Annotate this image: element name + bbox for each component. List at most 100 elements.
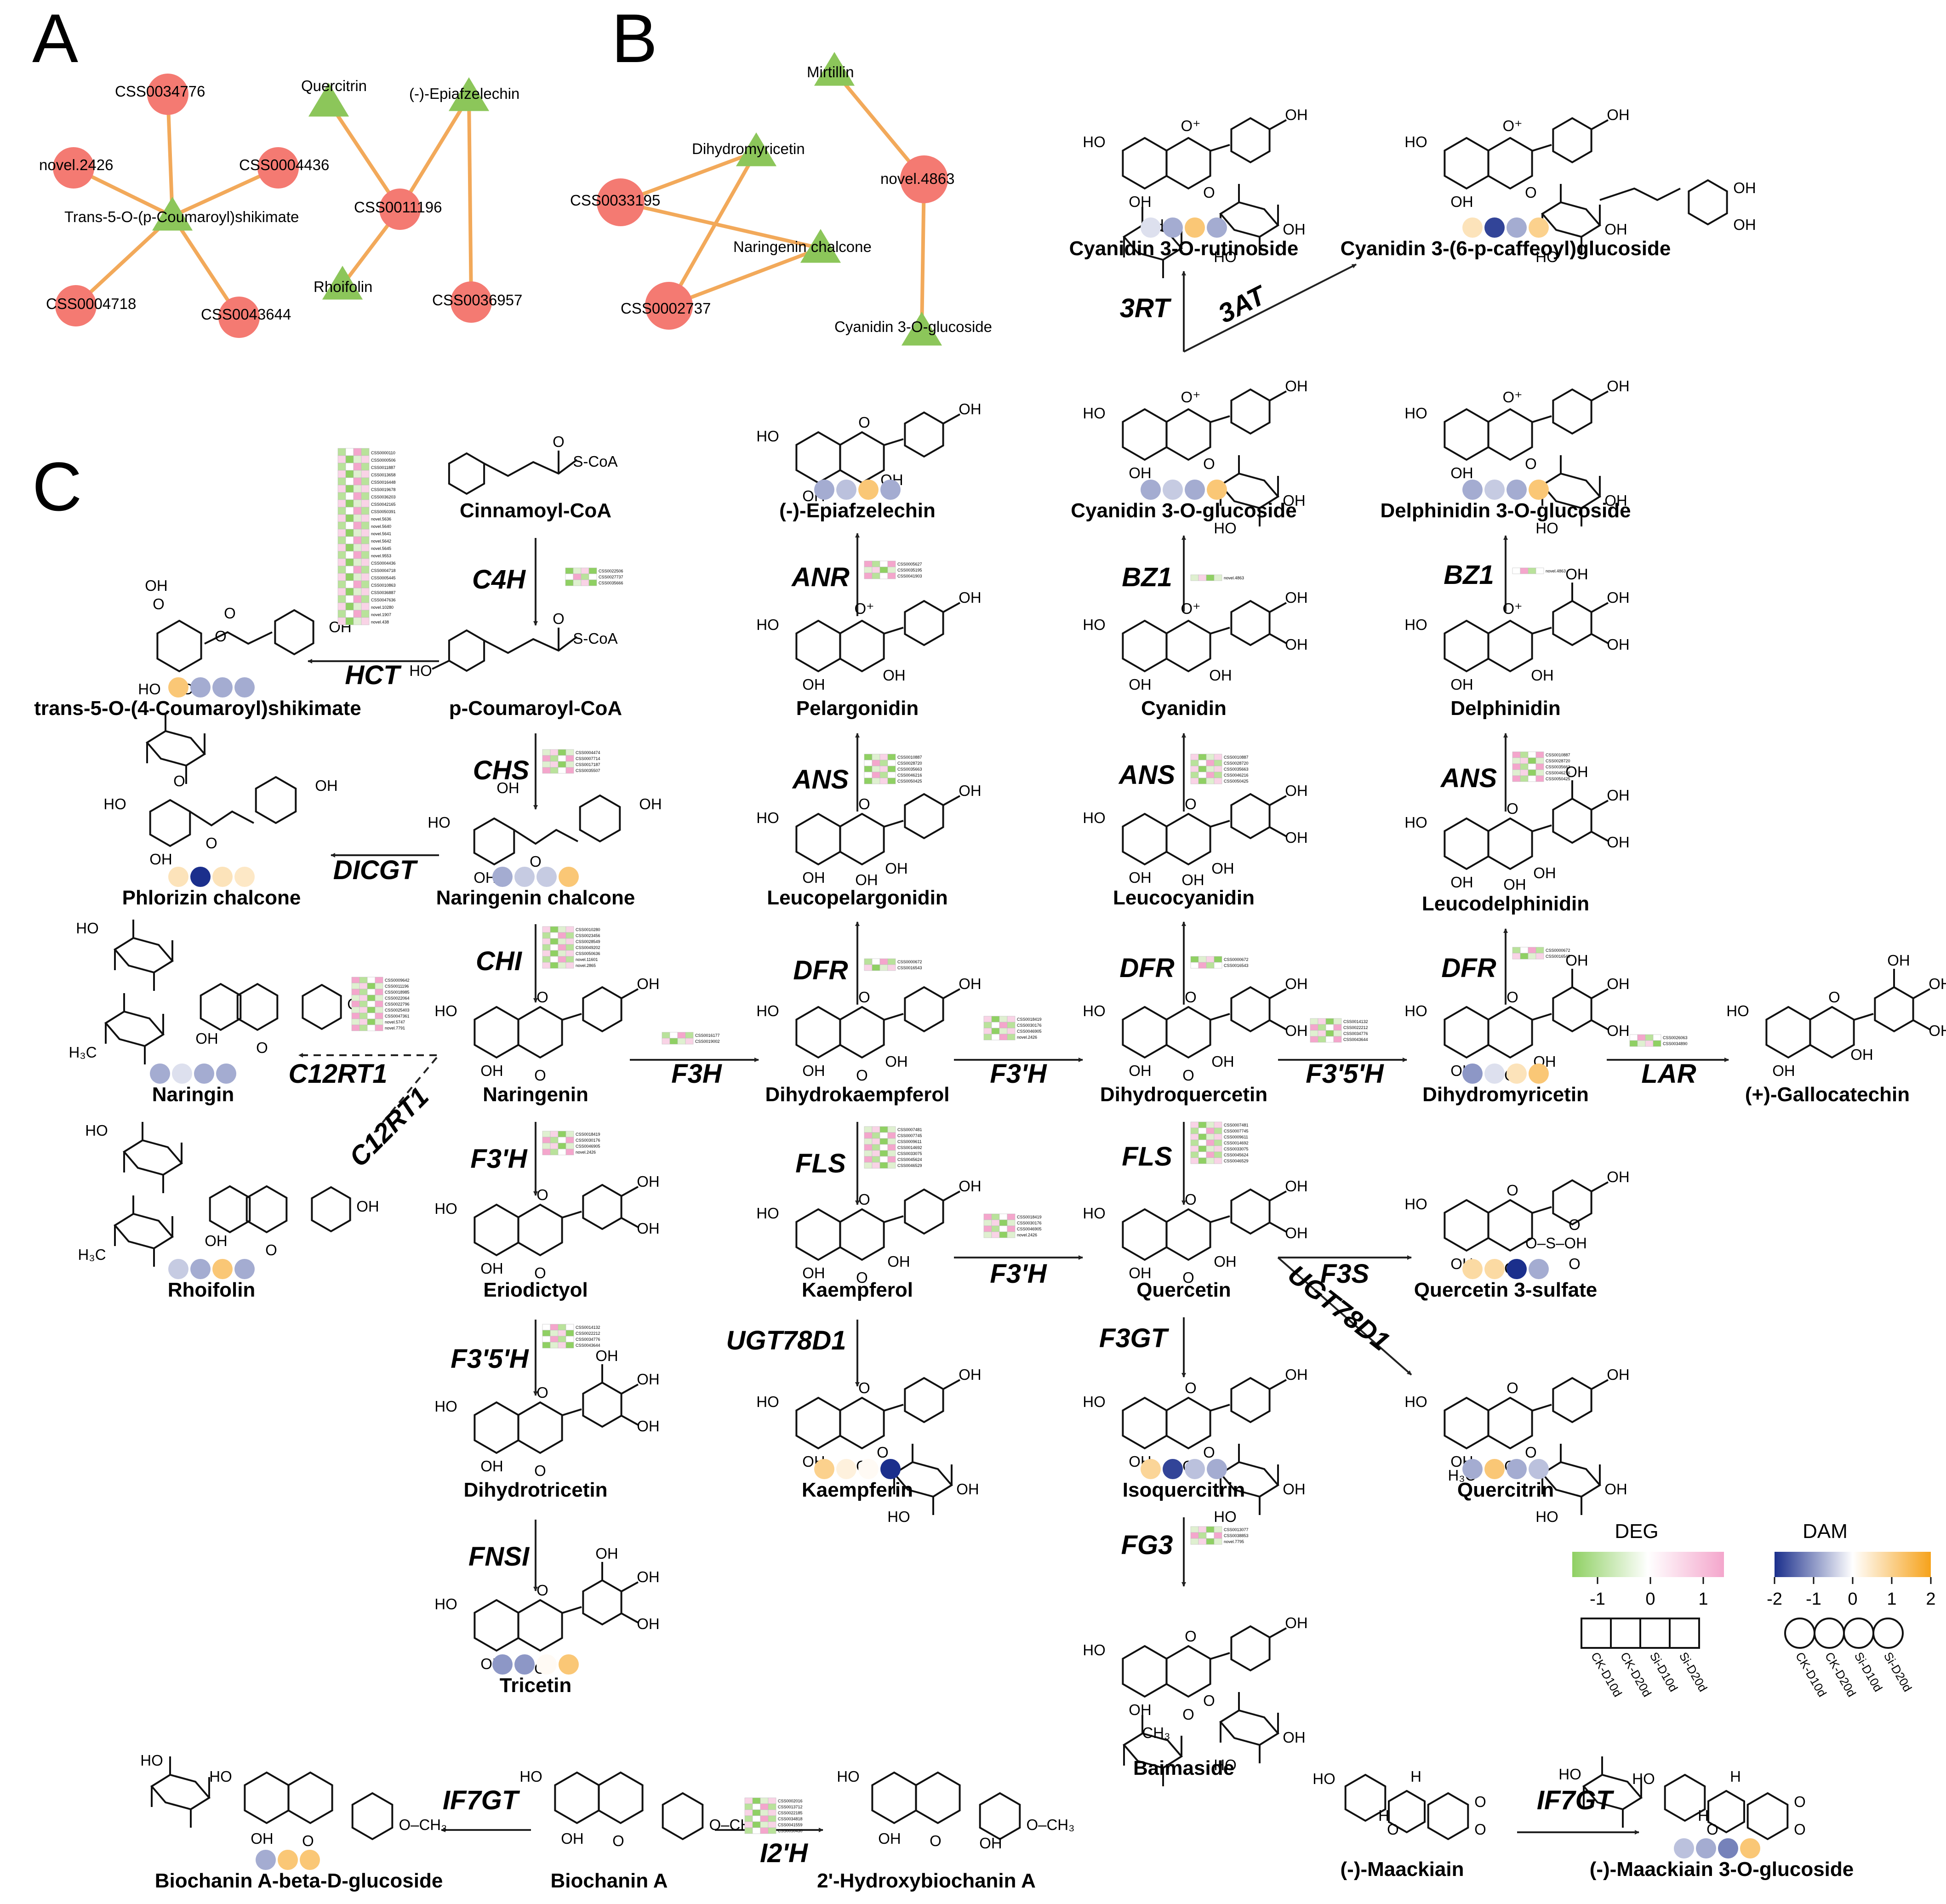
heatmap-cell — [345, 617, 354, 625]
heatmap-cell — [542, 944, 551, 951]
heatmap-gene-id: CSS0014692 — [897, 1145, 922, 1150]
dam-circle-cy3glc — [1185, 480, 1205, 500]
heatmap-cell — [337, 521, 346, 530]
atom-label: OH — [205, 1232, 228, 1249]
atom-label: O — [1182, 1269, 1194, 1286]
chain-bond — [189, 810, 254, 827]
heatmap-cell — [1512, 763, 1521, 770]
heatmap-cell — [983, 1016, 992, 1023]
heatmap-gene-id: CSS0009642 — [385, 978, 410, 983]
dam-circle-maackiainglc — [1696, 1838, 1716, 1858]
atom-label: HO — [1083, 1002, 1106, 1019]
heatmap-cell — [361, 514, 370, 522]
dam-circle-isoquercitrin — [1163, 1459, 1183, 1479]
enzyme-label-f3gt: F3GT — [1099, 1323, 1170, 1353]
b-ring — [1230, 1377, 1271, 1424]
atom-label: OH — [878, 1830, 901, 1847]
atom-label: OH — [637, 1173, 660, 1190]
heatmap-cell — [1198, 1139, 1207, 1146]
heatmap-cell — [864, 1156, 873, 1163]
dam-circle-maackiainglc — [1740, 1838, 1760, 1858]
atom-label: OH — [561, 1830, 584, 1847]
heatmap-cell — [353, 455, 362, 463]
heatmap-cell — [565, 962, 574, 969]
heatmap-cell — [768, 1821, 776, 1828]
atom-label: HO — [434, 1200, 457, 1217]
atom-label: HO — [1404, 1195, 1427, 1212]
b-ring — [904, 1188, 944, 1235]
heatmap-cell — [542, 1342, 551, 1349]
heatmap-cell — [1190, 962, 1199, 969]
heatmap-cell — [558, 767, 566, 774]
heatmap-cell — [1190, 778, 1199, 784]
atom-label: OH — [480, 1062, 503, 1079]
heatmap-cell — [1198, 1127, 1207, 1134]
heatmap-cell — [337, 507, 346, 515]
heatmap-cell — [1206, 1139, 1215, 1146]
heatmap-cell — [337, 558, 346, 566]
enzyme-label-rt3: 3RT — [1120, 293, 1172, 323]
dam-circle-biochaninglc — [278, 1850, 298, 1870]
heatmap-cell — [361, 485, 370, 493]
network-b-metabolite-node — [814, 52, 855, 86]
heatmap-gene-id: CSS0046216 — [1224, 773, 1249, 778]
heatmap-cell — [1198, 574, 1207, 581]
atom-label: HO — [1404, 1002, 1427, 1019]
heatmap-i2h: CSS0002016CSS0013712CSS0022185CSS0034818… — [744, 1797, 803, 1834]
heatmap-cell — [565, 926, 574, 933]
a-ring — [200, 983, 242, 1031]
atom-label: O — [536, 989, 548, 1006]
compound-name-q3sulfate: Quercetin 3-sulfate — [1414, 1279, 1598, 1301]
atom-label: OH — [1285, 975, 1308, 992]
b-ring — [1230, 1188, 1271, 1235]
a-ring — [795, 1006, 841, 1059]
heatmap-ans_dp: CSS0010887CSS0028720CSS0035663CSS0046216… — [1512, 751, 1570, 782]
heatmap-cell — [542, 926, 551, 933]
c-ring — [1487, 1396, 1533, 1450]
heatmap-gene-id: CSS0049202 — [576, 945, 600, 950]
heatmap-cell — [558, 1324, 566, 1331]
dam-circle-cy3rut — [1141, 217, 1161, 238]
dam-circle-phlorizin — [168, 867, 188, 887]
a-ring — [473, 817, 515, 866]
network-b-node-label: Mirtillin — [807, 63, 854, 80]
heatmap-gene-id: CSS0007745 — [897, 1133, 922, 1138]
heatmap-cell — [361, 536, 370, 544]
heatmap-gene-id: CSS0016448 — [371, 480, 396, 485]
heatmap-cell — [1198, 766, 1207, 772]
heatmap-cell — [353, 595, 362, 603]
network-a-node-label: CSS0043644 — [201, 306, 291, 323]
heatmap-cell — [550, 956, 559, 963]
atom-label: H — [1410, 1768, 1421, 1785]
heatmap-gene-id: CSS0046905 — [1017, 1227, 1042, 1231]
atom-label: OH — [1285, 377, 1308, 395]
heatmap-cell — [1528, 757, 1536, 764]
heatmap-gene-id: CSS0046216 — [897, 773, 922, 778]
heatmap-cell — [361, 566, 370, 574]
heatmap-cell — [1198, 754, 1207, 760]
heatmap-cell — [1214, 778, 1222, 784]
enzyme-label-ugt78d1_k: UGT78D1 — [726, 1326, 846, 1355]
heatmap-cell — [565, 579, 574, 586]
chain-bond — [484, 636, 578, 654]
atom-label: O — [1185, 1191, 1197, 1208]
heatmap-cell — [345, 610, 354, 618]
heatmap-cell — [542, 1336, 551, 1343]
heatmap-cell — [1206, 1127, 1215, 1134]
heatmap-cell — [345, 566, 354, 574]
heatmap-cell — [1318, 1024, 1326, 1031]
heatmap-gene-id: CSS0050391 — [371, 509, 396, 514]
bond — [943, 1379, 960, 1390]
compound-name-biochanin: Biochanin A — [550, 1870, 668, 1892]
atom-label: OH — [1607, 1022, 1630, 1039]
network-b-node-label: Cyanidin 3-O-glucoside — [834, 318, 992, 335]
heatmap-gene-id: CSS0042165 — [371, 502, 396, 507]
bond — [1591, 988, 1609, 999]
atom-label: H — [1698, 1807, 1709, 1824]
heatmap-cell — [1190, 956, 1199, 963]
arrow-ugt78d1_q — [1277, 1257, 1412, 1376]
